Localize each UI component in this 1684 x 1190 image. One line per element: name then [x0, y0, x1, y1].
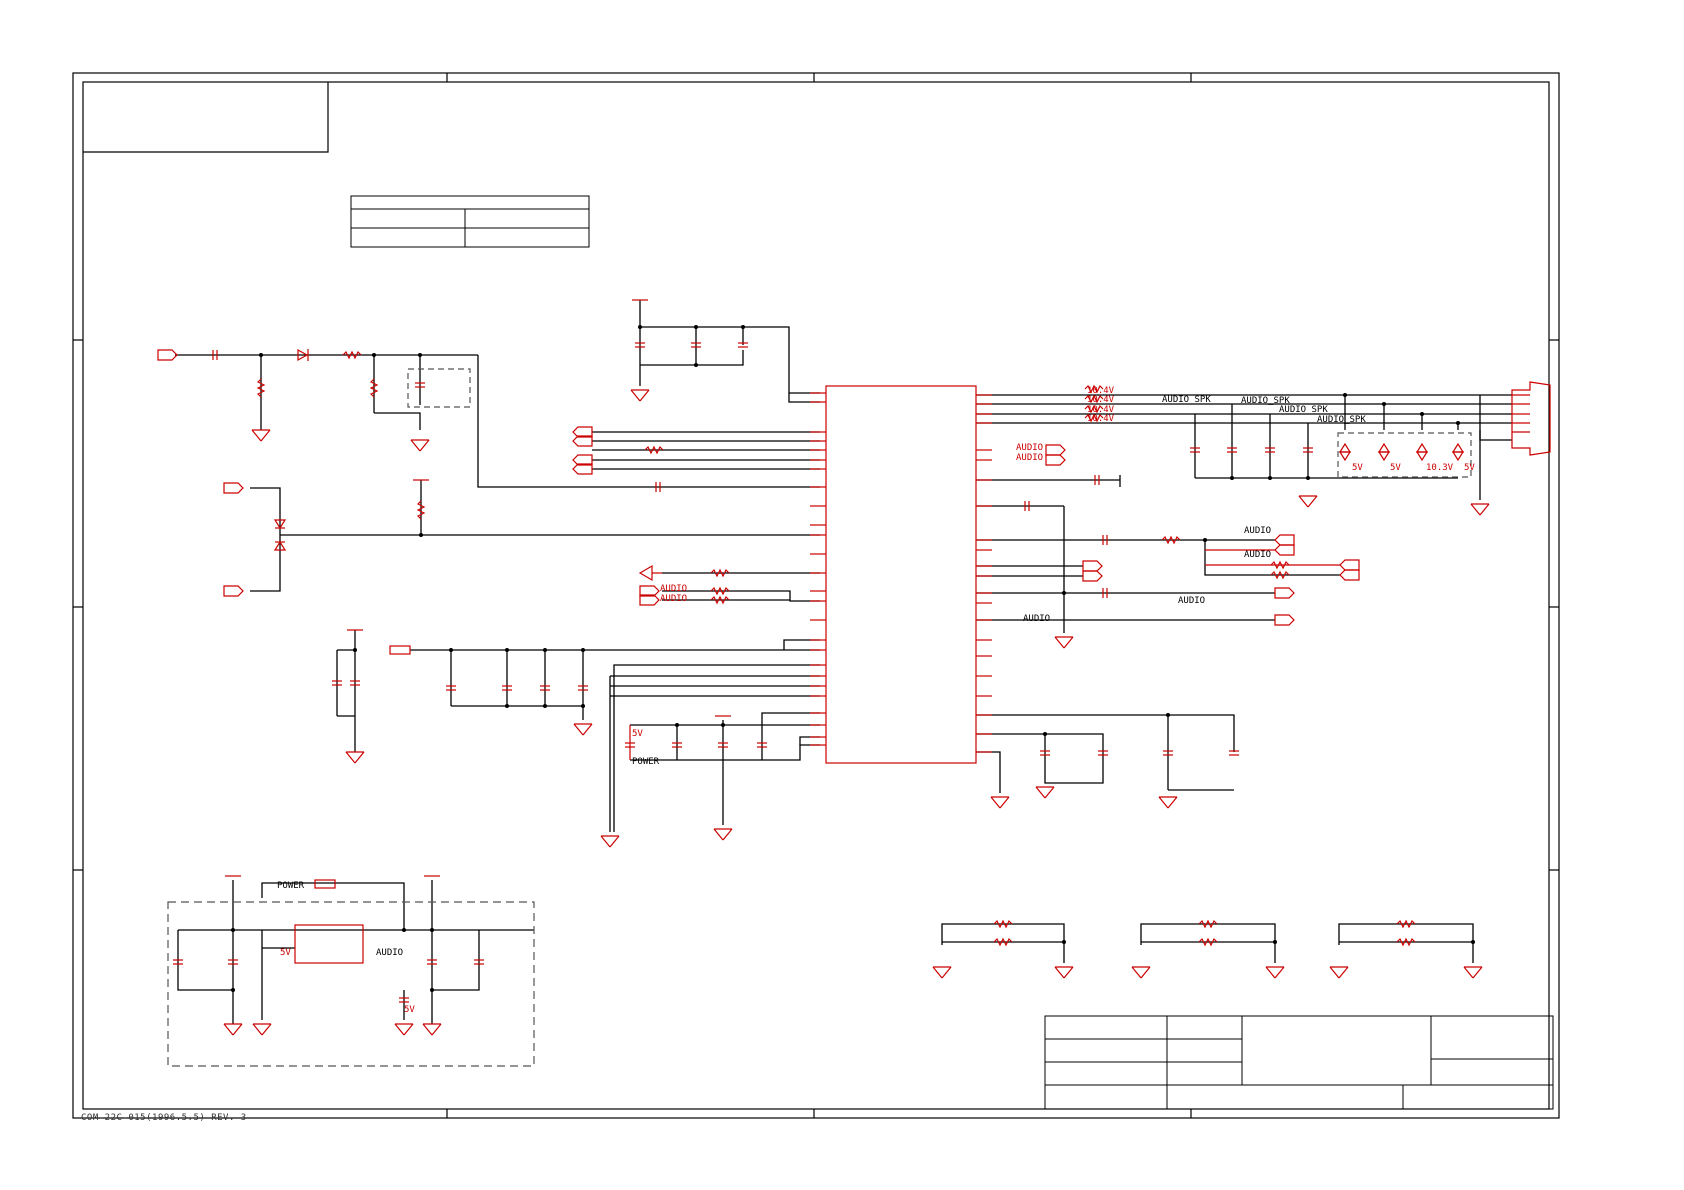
audio-label-mid-3: AUDIO — [1178, 596, 1205, 606]
title-block — [1044, 1015, 1554, 1110]
audio-label-mid-4: AUDIO — [1023, 614, 1050, 624]
audio-label-mid-1: AUDIO — [1244, 526, 1271, 536]
audio-label-mid-2: AUDIO — [1244, 550, 1271, 560]
revision-table — [350, 195, 590, 248]
power-5v-label: 5V — [632, 729, 643, 739]
tvs-label-4: 5V — [1464, 463, 1475, 473]
audio-amplifier-ic — [825, 385, 977, 764]
audio-label-left-2: AUDIO — [660, 594, 687, 604]
series-label-3: 10.4V — [1087, 405, 1115, 415]
tvs-array — [1338, 442, 1465, 462]
tvs-label-3: 10.3V — [1426, 463, 1454, 473]
speaker-connector — [1511, 381, 1551, 456]
regulator-in-label: 5V — [280, 948, 291, 958]
series-label-2: 10.4V — [1087, 395, 1115, 405]
tvs-label-1: 5V — [1352, 463, 1363, 473]
net-labels: AUDIO AUDIO AUDIO AUDIO AUDIO AUDIO AUDI… — [277, 386, 1475, 1015]
speaker-net-3: AUDIO_SPK — [1279, 405, 1328, 415]
audio-label-right-1: AUDIO — [1016, 443, 1043, 453]
audio-label-right-2: AUDIO — [1016, 453, 1043, 463]
diode — [297, 348, 309, 362]
junction-dots — [231, 325, 1475, 992]
regulator-power-label: POWER — [277, 881, 305, 891]
form-code: COM-22C-015(1996.5.5) REV. 3 — [81, 1113, 247, 1123]
series-label-4: 10.4V — [1087, 414, 1115, 424]
sheet-frame — [72, 72, 1560, 1119]
speaker-net-1: AUDIO_SPK — [1162, 395, 1211, 405]
regulator-cap-label: 5V — [404, 1005, 415, 1015]
power-label: POWER — [632, 757, 660, 767]
fuse — [314, 879, 336, 889]
series-label-1: 10.4V — [1087, 386, 1115, 396]
ic-pin-stubs — [810, 392, 992, 753]
speaker-net-4: AUDIO_SPK — [1317, 415, 1366, 425]
ferrite-bead — [389, 645, 411, 655]
components — [157, 299, 1551, 1067]
tvs-label-2: 5V — [1390, 463, 1401, 473]
audio-label-left-1: AUDIO — [660, 584, 687, 594]
regulator-out-label: AUDIO — [376, 948, 403, 958]
speaker-net-2: AUDIO_SPK — [1241, 396, 1290, 406]
voltage-regulator — [294, 924, 364, 964]
